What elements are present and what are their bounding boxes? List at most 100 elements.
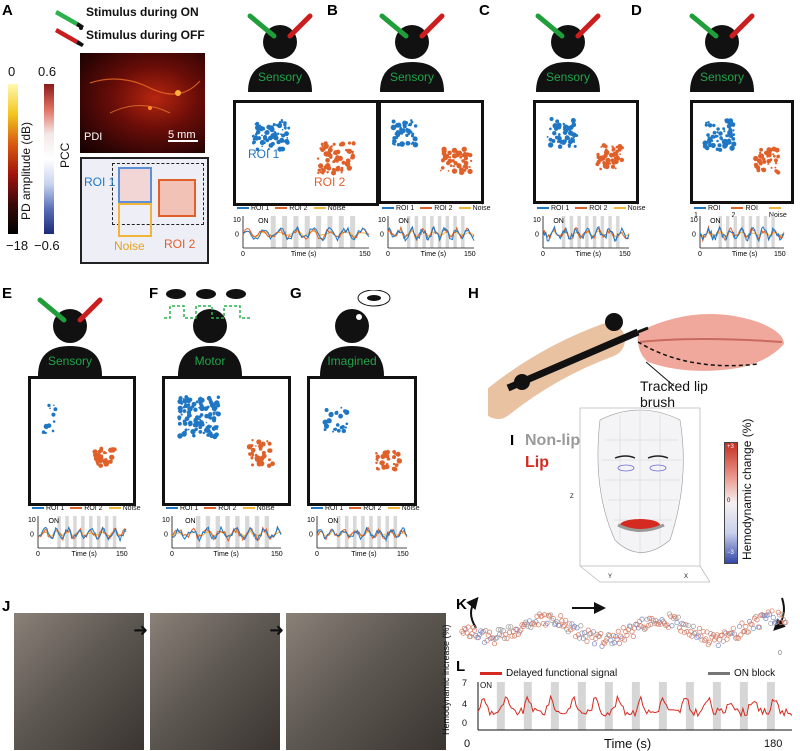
trajectory-point — [743, 624, 749, 630]
trace-y-zero: 0 — [235, 231, 239, 238]
legend-entry-roi1: ROI 1 — [32, 505, 64, 512]
trajectory-point — [560, 624, 566, 630]
head-silhouette-c — [535, 13, 601, 92]
trace-xlabel: Time (s) — [421, 251, 446, 258]
trajectory-point — [506, 629, 513, 635]
on-block — [336, 516, 341, 548]
legend-delayed-label: Delayed functional signal — [506, 668, 618, 679]
trace-x-end: 150 — [271, 551, 283, 558]
trajectory-point — [638, 623, 644, 629]
panel-label-e: E — [2, 285, 13, 302]
trajectory-point — [754, 617, 760, 623]
trajectory-point — [641, 626, 648, 632]
recording-photo-3 — [286, 613, 446, 750]
roi-map-g — [307, 376, 417, 506]
trajectory-point — [675, 614, 681, 620]
trajectory-point — [695, 633, 701, 639]
roi-map-d — [690, 100, 794, 204]
trace-y-top: 10 — [233, 217, 241, 224]
on-block — [89, 516, 93, 548]
head-silhouette-d — [689, 13, 755, 92]
legend-entry-roi2: ROI 2 — [204, 505, 237, 512]
on-block — [369, 516, 373, 548]
trajectory-point — [499, 632, 505, 638]
on-block — [461, 216, 465, 248]
legend-entry-noise: Noise — [613, 205, 646, 212]
trajectory-point — [724, 636, 730, 642]
trace-x-end: 150 — [464, 251, 476, 258]
brush-icon-red — [55, 28, 84, 47]
panel-label-l: L — [456, 658, 466, 675]
hemo-colorbar-label: Hemodynamic change (%) — [740, 418, 754, 560]
panel-label-c: C — [479, 2, 490, 19]
trajectory-point — [685, 622, 691, 629]
on-block — [245, 516, 250, 548]
trajectory-point — [548, 612, 554, 618]
panel-l-trace — [477, 682, 792, 731]
on-block — [81, 516, 85, 548]
trace-y-top: 10 — [533, 217, 541, 224]
lip-label: Lip — [525, 454, 549, 471]
trajectory-point — [703, 636, 709, 642]
trajectory-point — [610, 632, 616, 638]
legend-entry-noise: Noise — [458, 205, 491, 212]
trace-xlabel: Time (s) — [71, 551, 96, 558]
recording-photo-2 — [150, 613, 280, 750]
trajectory-point — [480, 629, 486, 635]
trajectory-point — [736, 623, 743, 630]
trajectory-point — [776, 612, 783, 618]
on-block — [523, 682, 532, 730]
trajectory-zero: 0 — [778, 650, 782, 657]
l-x-start: 0 — [464, 738, 471, 750]
panel-label-a: A — [2, 2, 13, 19]
legend-entry-roi2: ROI 2 — [70, 505, 103, 512]
trajectory-point — [605, 632, 611, 638]
pd-colorbar-bottom: −18 — [6, 238, 29, 253]
trajectory-point — [654, 621, 660, 627]
trace-x-start: 0 — [315, 551, 319, 558]
tracked-lip-brush-label: Tracked lip brush — [640, 378, 708, 410]
delayed-signal-line — [477, 694, 792, 718]
on-block — [592, 216, 597, 248]
motor-lips-icon — [164, 289, 252, 319]
trajectory-point — [753, 614, 759, 620]
on-block — [739, 682, 748, 730]
trajectory-point — [664, 622, 670, 628]
pdi-label: PDI — [84, 131, 103, 143]
on-block — [112, 516, 117, 548]
trajectory-point — [544, 620, 550, 626]
trajectory-point — [590, 629, 596, 635]
trajectory-point — [598, 631, 604, 637]
pcc-map-noise: Noise — [114, 239, 145, 253]
legend-entry-roi1: ROI 1 — [694, 205, 721, 219]
l-on-label: ON — [480, 681, 492, 690]
head-label-f: Motor — [194, 354, 226, 368]
arrow-right-icon: ➜ — [269, 620, 285, 640]
trajectory-point — [526, 618, 533, 624]
trace-on-label: ON — [398, 218, 409, 225]
trace-y-zero: 0 — [692, 231, 696, 238]
legend-entry-noise: Noise — [313, 205, 346, 212]
pcc-colorbar — [44, 84, 54, 234]
trajectory-point — [689, 633, 695, 639]
roi-map-a: ROI 1 ROI 2 — [233, 100, 379, 206]
head-label-b: Sensory — [389, 70, 435, 84]
pdi-image: PDI 5 mm — [80, 53, 205, 153]
trajectory-point — [719, 632, 725, 638]
legend-entry-roi2: ROI 2 — [349, 505, 382, 512]
trajectory-point — [706, 639, 713, 645]
legend-entry-roi2: ROI 2 — [275, 205, 308, 212]
on-block — [104, 516, 109, 548]
trajectory-point — [735, 635, 741, 641]
trajectory-point — [646, 615, 653, 621]
legend-entry-noise: Noise — [768, 205, 800, 219]
trace-on-label: ON — [258, 218, 269, 225]
l-y-zero: 0 — [462, 718, 468, 728]
trajectory-point — [558, 613, 564, 619]
pcc-map-roi1: ROI 1 — [84, 175, 116, 189]
trajectory-point — [546, 613, 553, 619]
trajectory-point — [643, 625, 649, 631]
trajectory-point — [491, 641, 498, 647]
